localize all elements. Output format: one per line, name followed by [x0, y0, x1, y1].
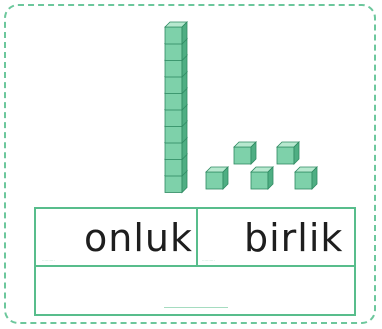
faint-print-left: ··········	[42, 258, 55, 263]
unit-cube	[234, 142, 256, 164]
place-value-table: onluk birlik ·········· ··········	[34, 207, 356, 316]
answer-line	[164, 307, 228, 308]
label-row: onluk birlik ·········· ··········	[36, 209, 354, 267]
unit-cube	[251, 167, 273, 189]
rod-segment	[165, 22, 187, 44]
ones-label: birlik	[244, 217, 343, 259]
tens-label: onluk	[84, 217, 193, 259]
base-ten-blocks	[0, 0, 382, 200]
column-divider	[196, 209, 198, 265]
unit-cube	[295, 167, 317, 189]
tens-rod	[165, 22, 187, 193]
unit-cube	[206, 167, 228, 189]
unit-cubes	[206, 142, 317, 189]
unit-cube	[277, 142, 299, 164]
faint-print-right: ··········	[202, 258, 215, 263]
